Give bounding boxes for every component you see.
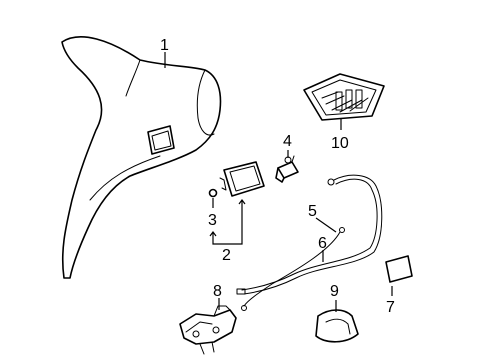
lever-cover [315, 309, 359, 343]
callout-2: 2 [222, 247, 231, 264]
door-actuator [275, 155, 299, 183]
callout-7: 7 [386, 299, 395, 316]
fuel-door [219, 161, 265, 197]
callout-4: 4 [283, 133, 292, 150]
callout-3: 3 [208, 212, 217, 229]
callout-6: 6 [318, 235, 327, 252]
release-lever-assembly [179, 305, 237, 355]
callout-5: 5 [308, 203, 317, 220]
callout-10: 10 [331, 135, 349, 152]
callout-1: 1 [160, 37, 169, 54]
callout-8: 8 [213, 283, 222, 300]
quarter-panel [61, 36, 222, 279]
callout-9: 9 [330, 283, 339, 300]
release-cable [236, 174, 383, 311]
release-lever-pad [385, 255, 413, 283]
fuel-filler-housing [303, 73, 385, 121]
door-bumper [208, 188, 218, 198]
